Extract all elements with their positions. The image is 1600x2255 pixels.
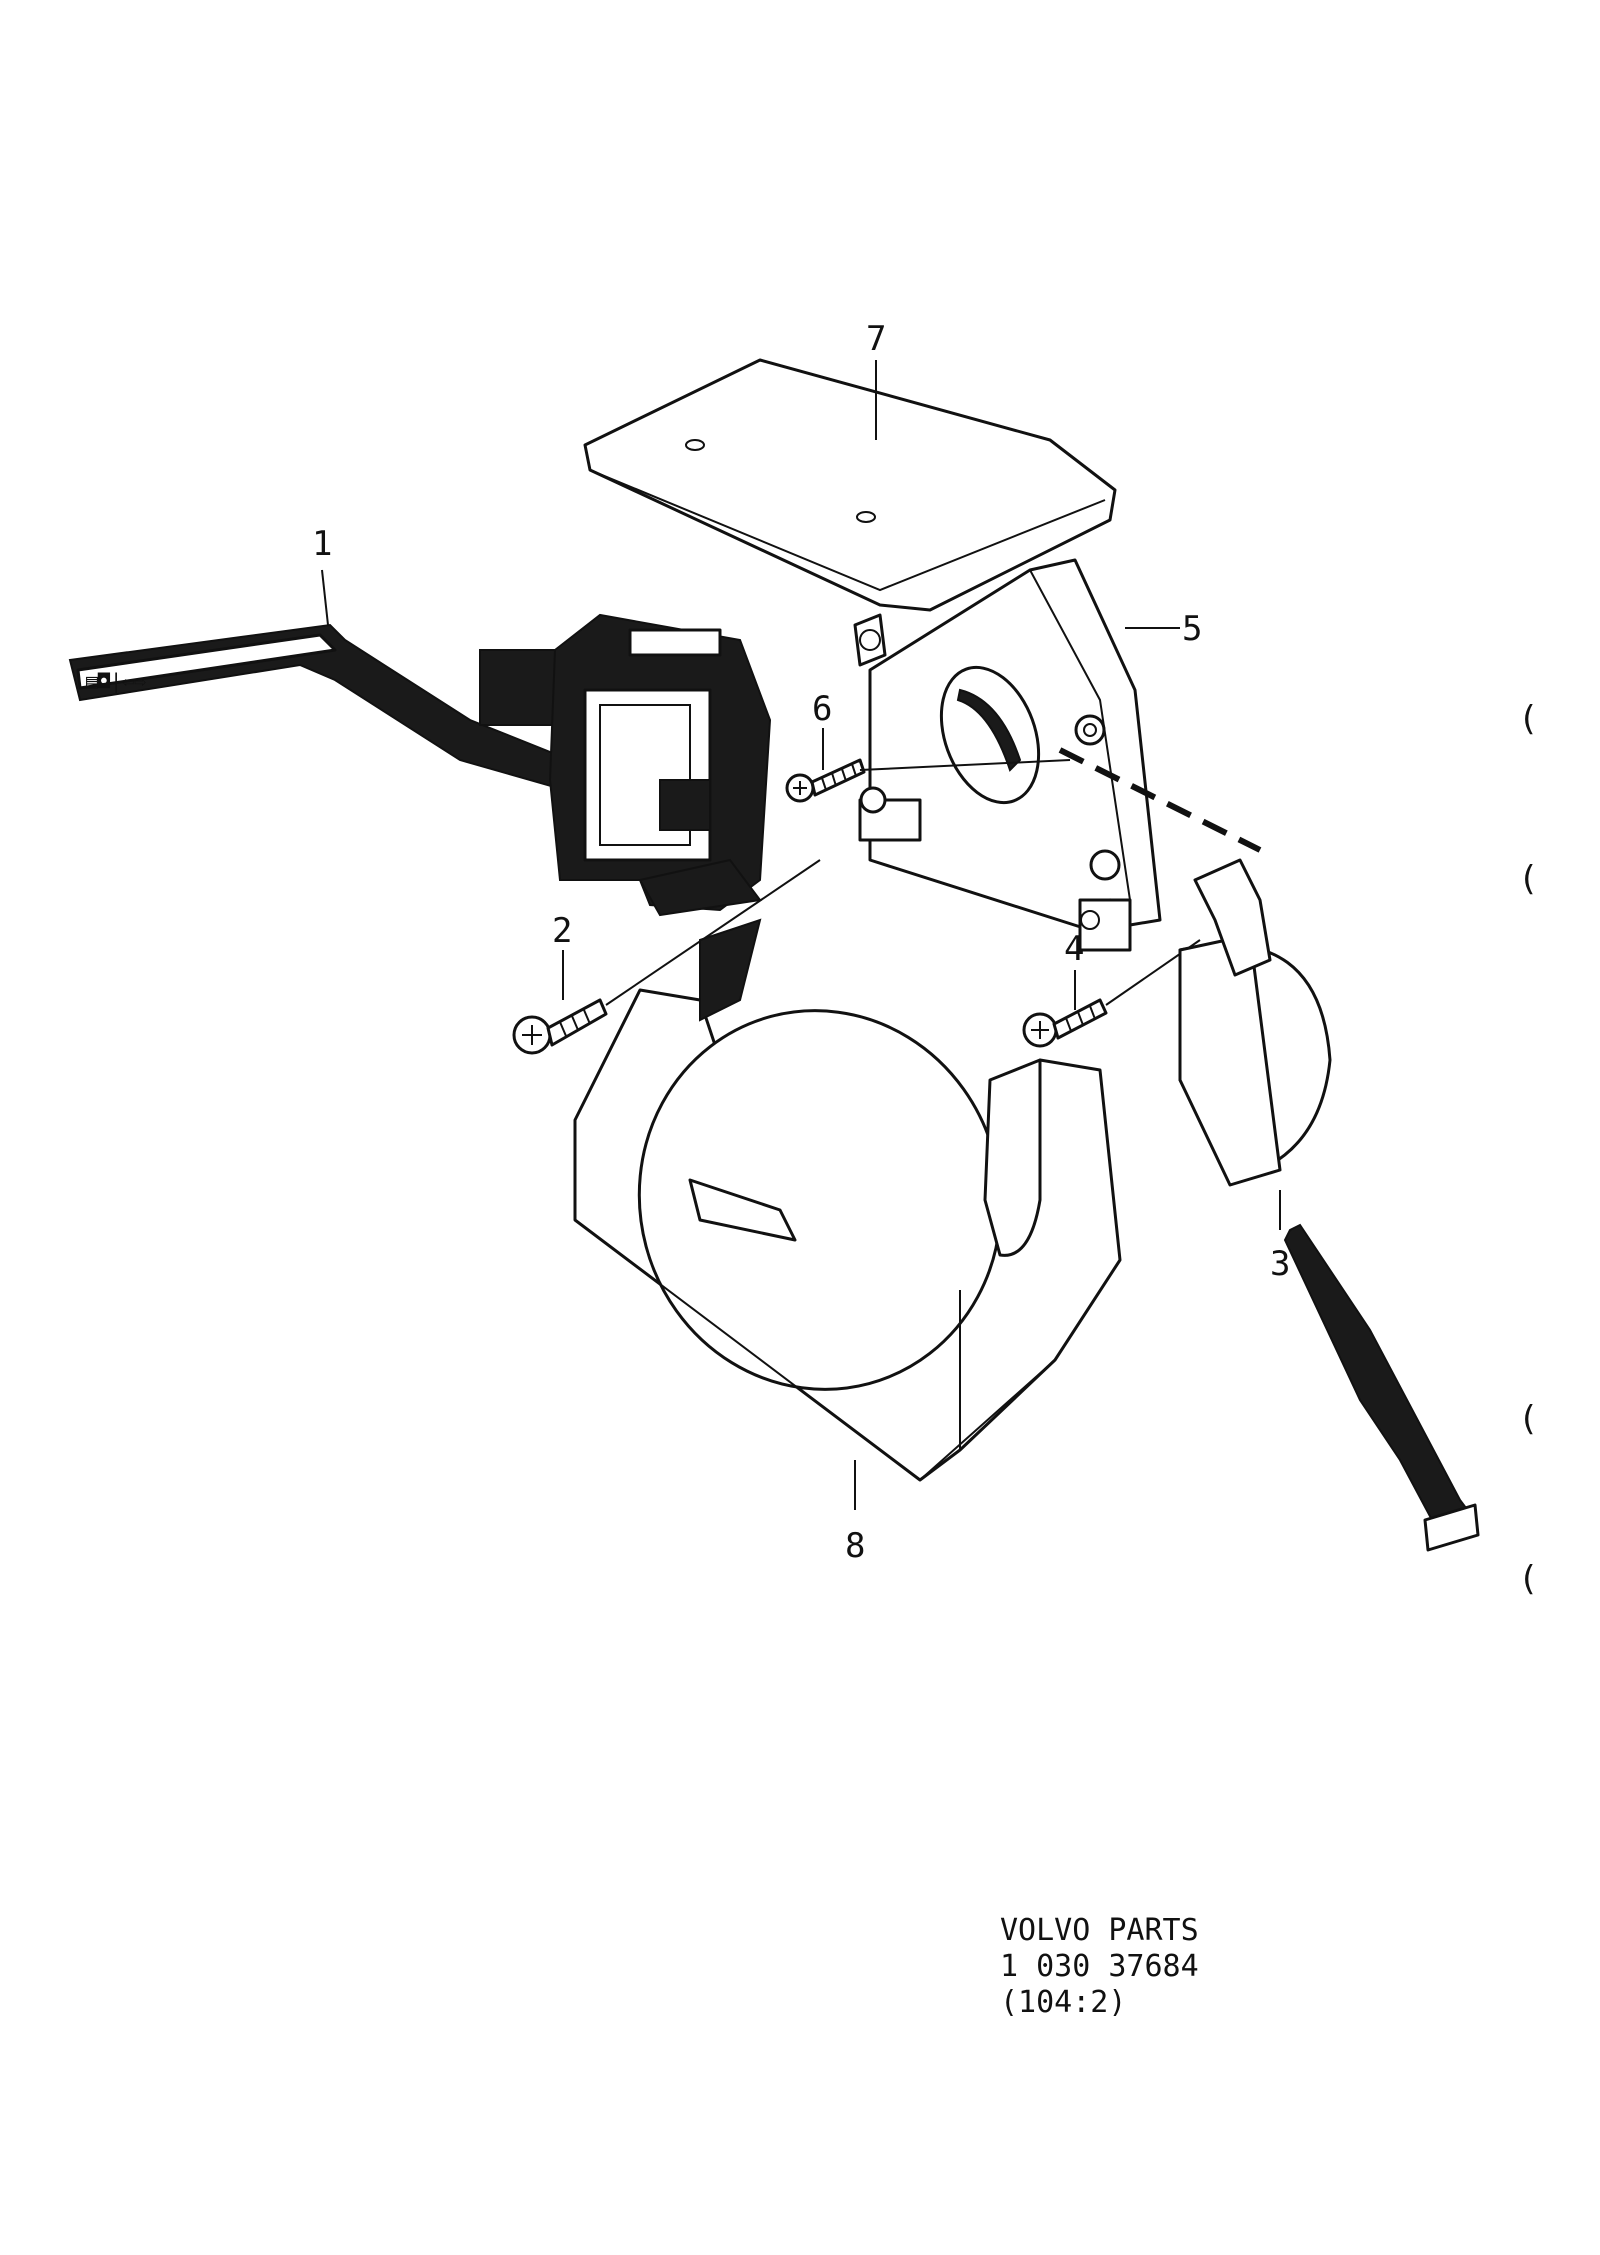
part-5-bracket — [853, 558, 1162, 952]
part-7-top-cover — [583, 358, 1117, 612]
part-3-wiper-lever — [1178, 858, 1480, 1552]
footer-line-2: 1 030 37684 — [1000, 1949, 1199, 1984]
callout-2: 2 — [552, 911, 572, 951]
footer-line-1: VOLVO PARTS — [1000, 1913, 1199, 1948]
leader-lines — [321, 360, 1281, 1510]
callout-8: 8 — [845, 1526, 865, 1566]
part-8-lower-shroud — [573, 918, 1122, 1482]
part-2-screw — [512, 859, 821, 1055]
footer-reference: VOLVO PARTS 1 030 37684 (104:2) — [1000, 1913, 1199, 2020]
callout-6: 6 — [812, 689, 832, 729]
part-1-stalk-switch: ▤◘|⇦⇨ — [68, 613, 772, 917]
margin-mark: ( — [1518, 859, 1538, 899]
callout-4: 4 — [1064, 929, 1084, 969]
part-4-screw — [1022, 939, 1201, 1048]
callout-7: 7 — [866, 319, 886, 359]
margin-mark: ( — [1518, 699, 1538, 739]
callout-labels: 1 2 3 4 5 6 7 8 — [312, 319, 1290, 1566]
margin-marks: ( ( ( ( — [1518, 699, 1538, 1599]
callout-5: 5 — [1182, 609, 1202, 649]
part-6-screw — [785, 758, 1071, 803]
svg-text:▤◘|⇦⇨: ▤◘|⇦⇨ — [86, 669, 146, 693]
footer-line-3: (104:2) — [1000, 1985, 1126, 2020]
margin-mark: ( — [1518, 1559, 1538, 1599]
callout-1: 1 — [312, 524, 332, 564]
callout-3: 3 — [1270, 1244, 1290, 1284]
margin-mark: ( — [1518, 1399, 1538, 1439]
